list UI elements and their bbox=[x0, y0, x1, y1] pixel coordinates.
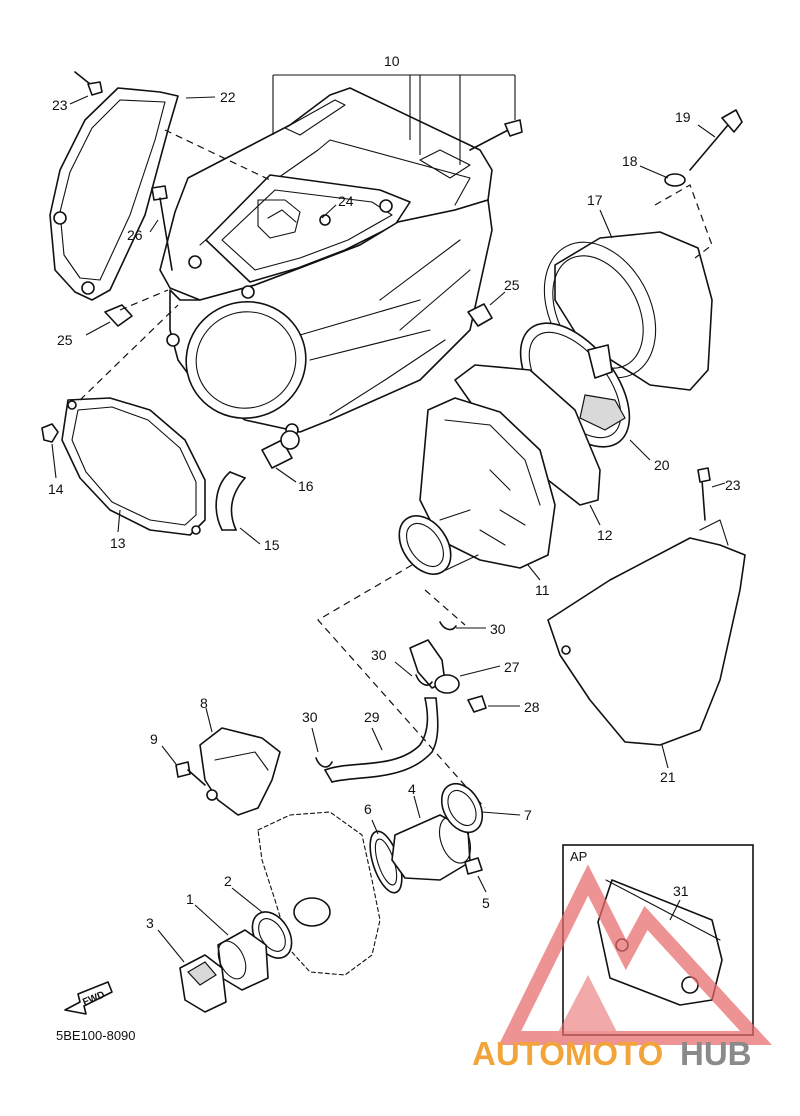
watermark-part1: AUTOMOTO bbox=[472, 1035, 663, 1072]
callout-22: 22 bbox=[220, 89, 236, 105]
watermark-text: AUTOMOTO HUB bbox=[472, 1035, 752, 1072]
hose-15 bbox=[215, 471, 246, 531]
washer-18 bbox=[664, 173, 686, 187]
part-code: 5BE100-8090 bbox=[56, 1028, 136, 1043]
callout-25-left: 25 bbox=[57, 332, 73, 348]
callout-23-top: 23 bbox=[52, 97, 68, 113]
callout-10-bracket: 10 bbox=[272, 53, 516, 165]
air-box-housing bbox=[159, 87, 493, 437]
callout-31: 31 bbox=[673, 883, 689, 899]
callout-14: 14 bbox=[48, 481, 64, 497]
callout-30-lower: 30 bbox=[302, 709, 318, 725]
callout-19: 19 bbox=[675, 109, 691, 125]
callout-24: 24 bbox=[338, 193, 354, 209]
callout-3: 3 bbox=[146, 915, 154, 931]
callout-6: 6 bbox=[364, 801, 372, 817]
bolt-5 bbox=[464, 857, 483, 875]
gasket-13 bbox=[61, 397, 206, 536]
carb-joint-4 bbox=[391, 814, 472, 881]
bracket-8 bbox=[199, 727, 281, 816]
air-filter-17 bbox=[543, 231, 713, 391]
callout-9: 9 bbox=[150, 731, 158, 747]
callout-15: 15 bbox=[264, 537, 280, 553]
wing-bolt-19 bbox=[689, 109, 743, 171]
clip-30-mid bbox=[415, 674, 433, 686]
hose-29 bbox=[324, 697, 439, 783]
fwd-arrow-icon: FWD bbox=[64, 981, 113, 1015]
callout-5: 5 bbox=[482, 895, 490, 911]
watermark-logo-icon bbox=[498, 864, 772, 1045]
callout-13: 13 bbox=[110, 535, 126, 551]
inset-ap-label: AP bbox=[570, 849, 587, 864]
joint-27 bbox=[409, 639, 460, 694]
intake-duct-11 bbox=[398, 397, 556, 575]
callout-18: 18 bbox=[622, 153, 638, 169]
bolt-10 bbox=[469, 119, 523, 151]
callout-4: 4 bbox=[408, 781, 416, 797]
seal-3 bbox=[179, 954, 227, 1013]
callout-16: 16 bbox=[298, 478, 314, 494]
callout-25-right: 25 bbox=[504, 277, 520, 293]
screw-28 bbox=[467, 695, 487, 713]
clip-30-upper bbox=[439, 621, 457, 631]
callout-1: 1 bbox=[186, 891, 194, 907]
side-cover-left bbox=[49, 71, 179, 301]
bolt-26 bbox=[151, 185, 173, 271]
clip-25-right bbox=[467, 303, 493, 327]
callout-11: 11 bbox=[535, 582, 550, 598]
clamp-16 bbox=[261, 430, 300, 469]
callout-26: 26 bbox=[127, 227, 143, 243]
clip-30-lower bbox=[315, 757, 333, 768]
nut-14 bbox=[41, 423, 59, 443]
callout-12: 12 bbox=[597, 527, 613, 543]
side-cover-right-21 bbox=[547, 467, 746, 746]
callout-7: 7 bbox=[524, 807, 532, 823]
callout-17: 17 bbox=[587, 192, 603, 208]
watermark-part2: HUB bbox=[680, 1035, 752, 1072]
callout-28: 28 bbox=[524, 699, 540, 715]
bolt-9 bbox=[175, 761, 206, 786]
callout-27: 27 bbox=[504, 659, 520, 675]
callout-23-right: 23 bbox=[725, 477, 741, 493]
callout-30-mid: 30 bbox=[371, 647, 387, 663]
callout-29: 29 bbox=[364, 709, 380, 725]
callout-30-upper: 30 bbox=[490, 621, 506, 637]
clamp-7 bbox=[440, 782, 484, 834]
callout-10: 10 bbox=[384, 53, 400, 69]
callout-20: 20 bbox=[654, 457, 670, 473]
engine-outline bbox=[257, 811, 381, 976]
clip-25-left bbox=[104, 289, 169, 327]
callout-8: 8 bbox=[200, 695, 208, 711]
callout-2: 2 bbox=[224, 873, 232, 889]
callout-21: 21 bbox=[660, 769, 676, 785]
